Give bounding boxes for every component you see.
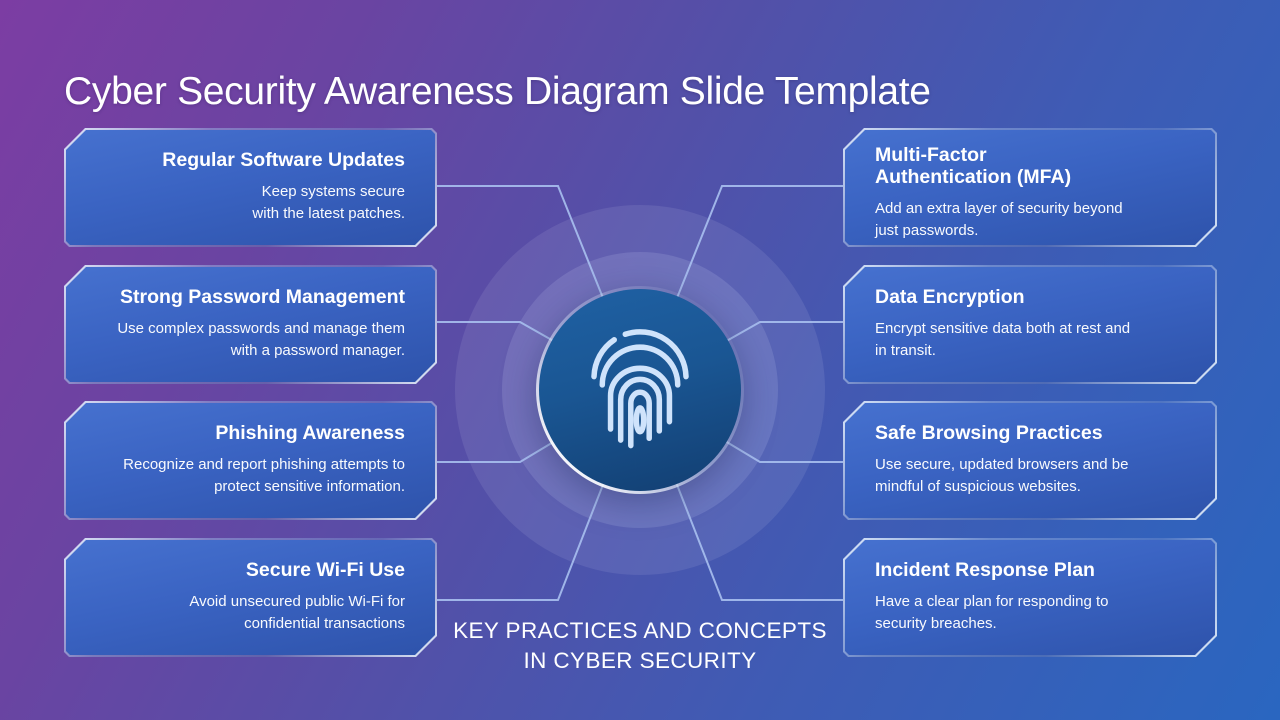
card-title: Data Encryption — [875, 286, 1025, 308]
card-software-updates: Regular Software Updates Keep systems se… — [64, 128, 437, 247]
card-body: Data Encryption Encrypt sensitive data b… — [845, 267, 1215, 382]
card-title: Incident Response Plan — [875, 559, 1095, 581]
fingerprint-badge — [536, 286, 744, 494]
card-body: Multi-Factor Authentication (MFA) Add an… — [845, 130, 1215, 245]
card-body: Strong Password Management Use complex p… — [66, 267, 435, 382]
card-mfa: Multi-Factor Authentication (MFA) Add an… — [843, 128, 1217, 247]
slide-title: Cyber Security Awareness Diagram Slide T… — [64, 70, 931, 114]
card-description: Keep systems secure with the latest patc… — [252, 182, 405, 223]
card-body: Incident Response Plan Have a clear plan… — [845, 540, 1215, 655]
card-title: Secure Wi-Fi Use — [245, 559, 405, 581]
card-title: Safe Browsing Practices — [875, 422, 1103, 444]
card-description: Use complex passwords and manage them wi… — [117, 319, 405, 360]
card-description: Use secure, updated browsers and be mind… — [875, 455, 1129, 496]
card-description: Add an extra layer of security beyond ju… — [875, 199, 1123, 240]
card-description: Encrypt sensitive data both at rest and … — [875, 319, 1131, 360]
fingerprint-icon — [591, 329, 689, 449]
card-password-management: Strong Password Management Use complex p… — [64, 265, 437, 384]
card-body: Secure Wi-Fi Use Avoid unsecured public … — [66, 540, 435, 655]
card-body: Regular Software Updates Keep systems se… — [66, 130, 435, 245]
diagram-caption: KEY PRACTICES AND CONCEPTS IN CYBER SECU… — [453, 618, 827, 673]
card-description: Have a clear plan for responding to secu… — [875, 592, 1109, 633]
card-description: Avoid unsecured public Wi-Fi for confide… — [189, 592, 405, 633]
fingerprint-badge-circle — [539, 289, 741, 491]
card-title: Multi-Factor Authentication (MFA) — [875, 144, 1072, 188]
card-title: Strong Password Management — [120, 286, 405, 308]
card-secure-wifi: Secure Wi-Fi Use Avoid unsecured public … — [64, 538, 437, 657]
card-phishing-awareness: Phishing Awareness Recognize and report … — [64, 401, 437, 520]
card-title: Regular Software Updates — [162, 149, 405, 171]
card-body: Phishing Awareness Recognize and report … — [66, 403, 435, 518]
card-body: Safe Browsing Practices Use secure, upda… — [845, 403, 1215, 518]
card-safe-browsing: Safe Browsing Practices Use secure, upda… — [843, 401, 1217, 520]
card-title: Phishing Awareness — [215, 422, 405, 444]
card-description: Recognize and report phishing attempts t… — [123, 455, 405, 496]
card-incident-response: Incident Response Plan Have a clear plan… — [843, 538, 1217, 657]
card-data-encryption: Data Encryption Encrypt sensitive data b… — [843, 265, 1217, 384]
